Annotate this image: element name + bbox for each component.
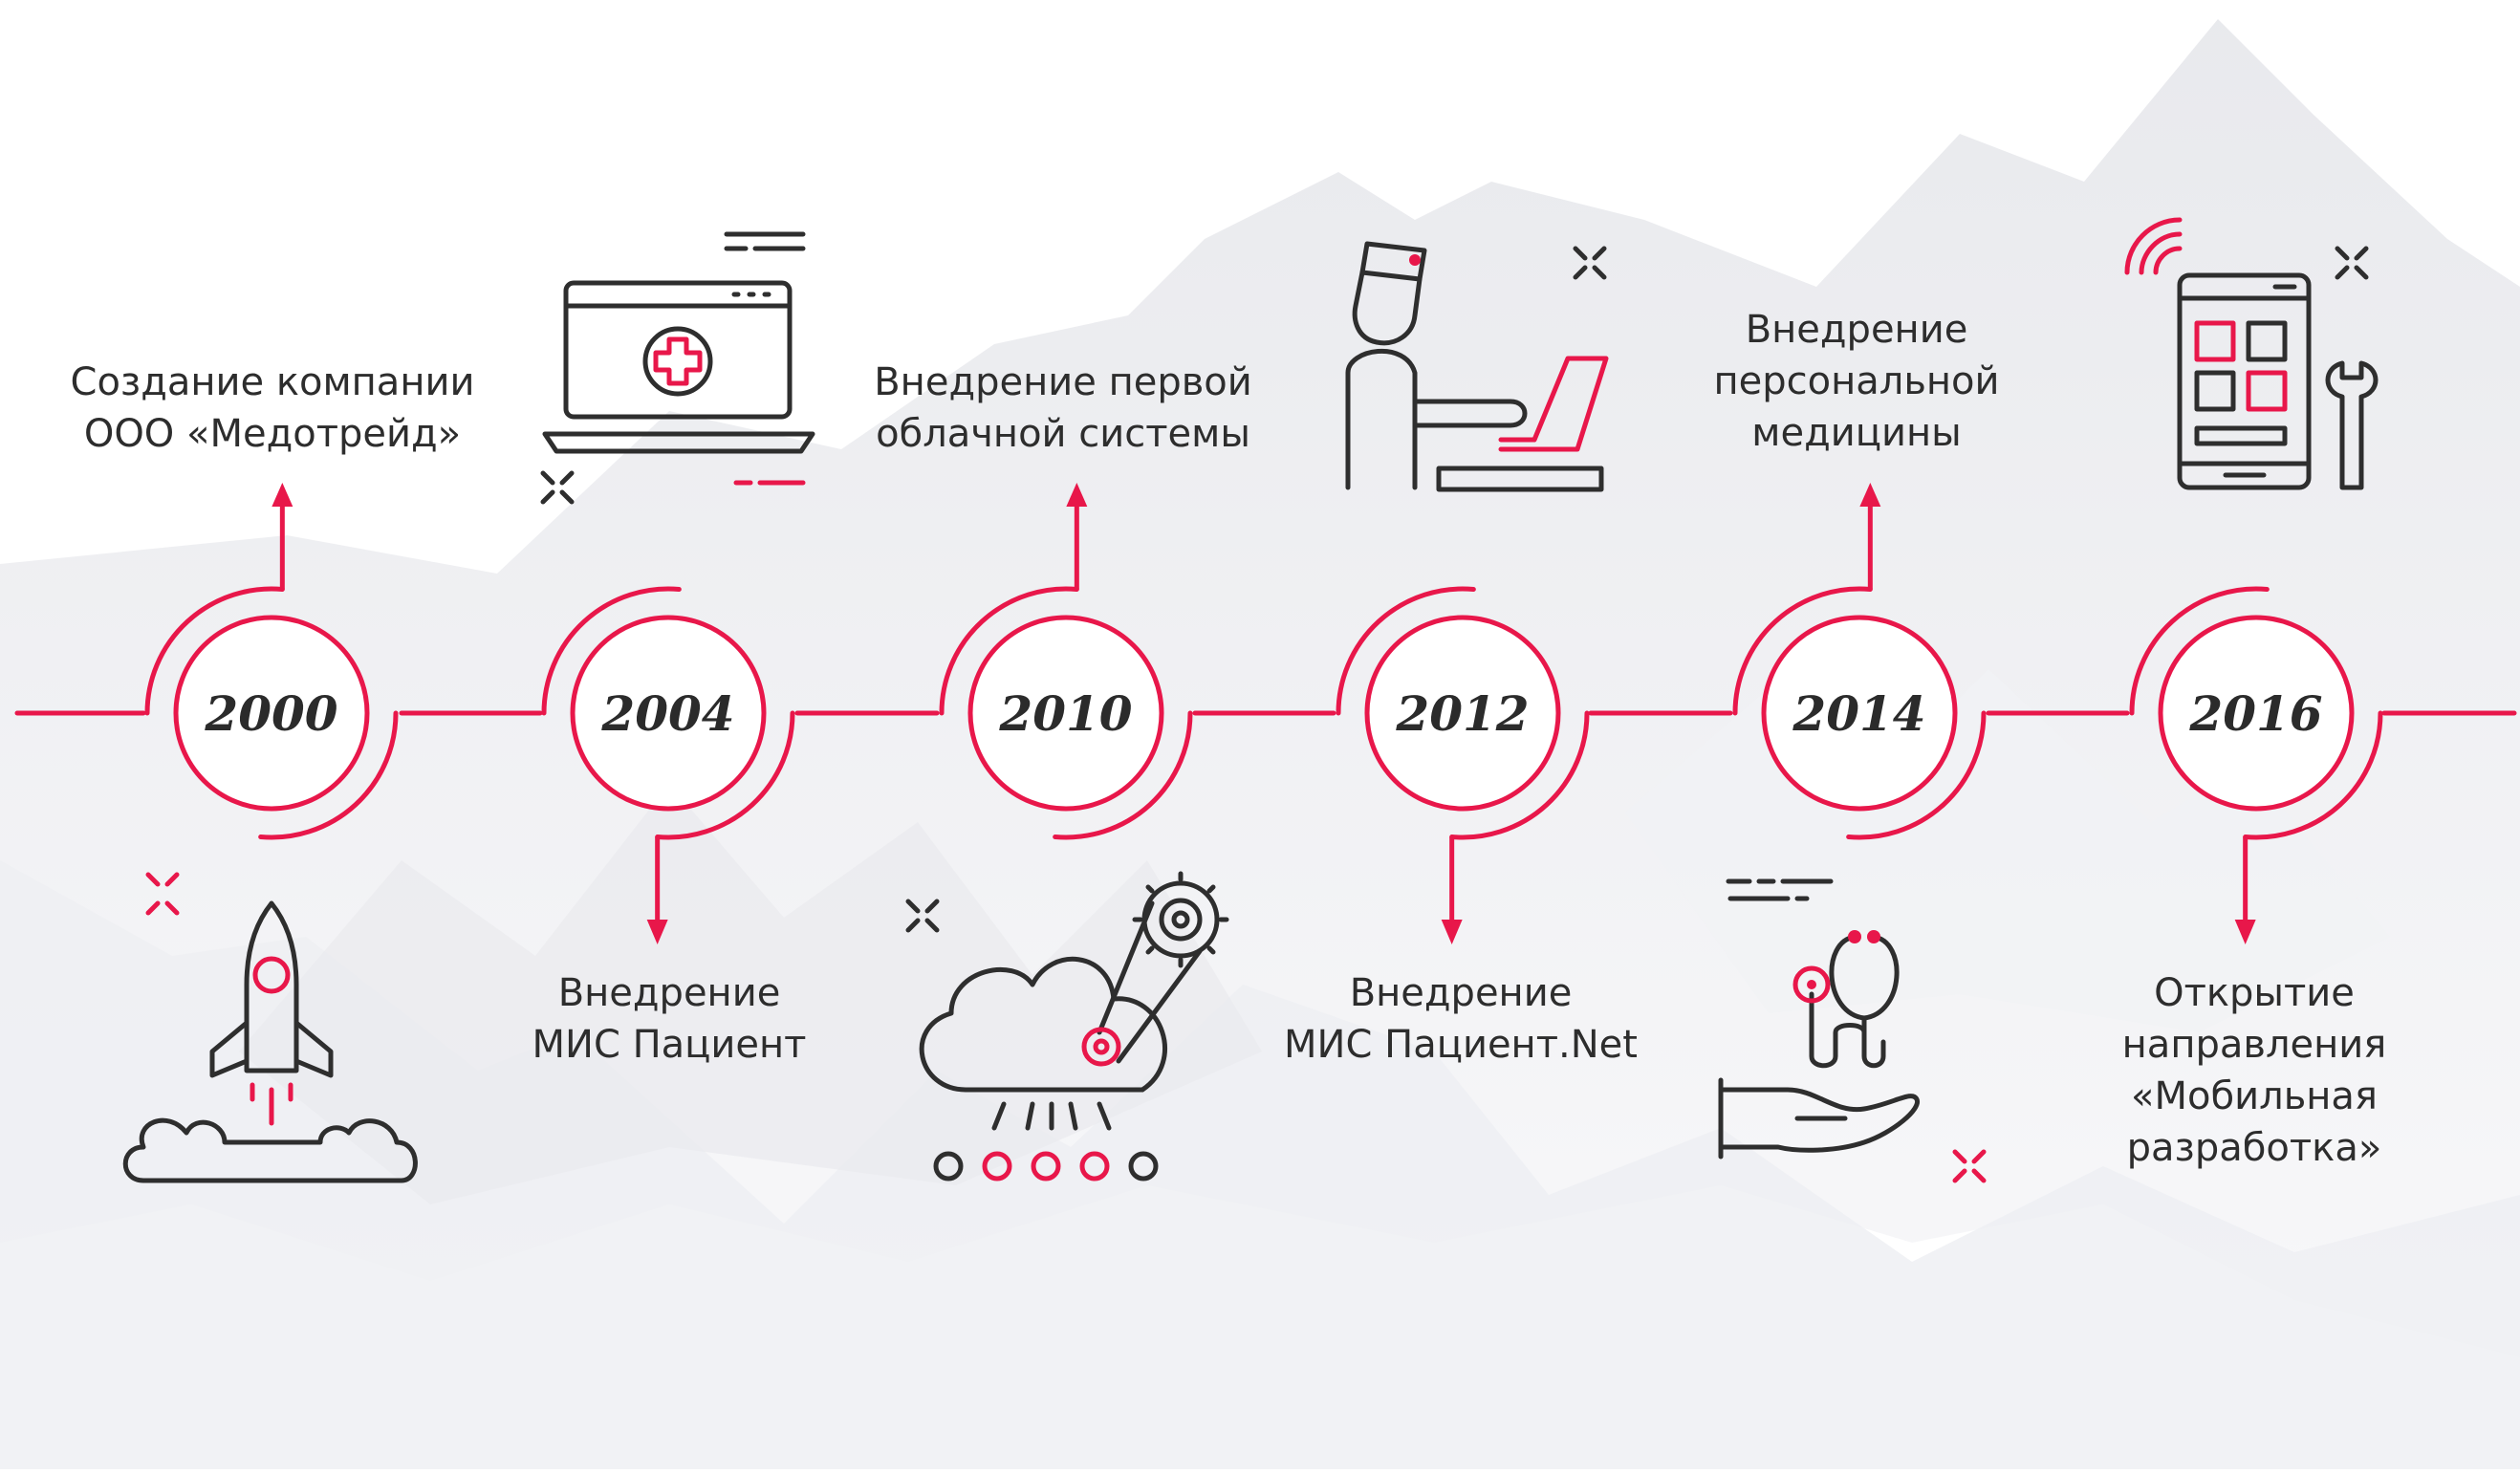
- label-line: «Мобильная: [2131, 1074, 2378, 1118]
- doctor-laptop-icon: [1345, 241, 1609, 492]
- laptop-medical-icon: [540, 231, 815, 505]
- background-mountains: [0, 19, 2520, 1469]
- label-line: Открытие: [2154, 971, 2355, 1015]
- outer-arc-top: [1732, 586, 1873, 716]
- label-line: ООО «Медотрейд»: [83, 412, 462, 456]
- label-line: Внедрение: [557, 971, 781, 1015]
- outer-arc-top: [541, 586, 682, 716]
- outer-arc-top: [2129, 586, 2270, 716]
- label-line: персональной: [1713, 359, 2000, 403]
- arrow-head: [1441, 920, 1463, 944]
- label-line: медицины: [1751, 411, 1962, 455]
- arrow-head: [1066, 483, 1088, 507]
- year-label: 2004: [600, 685, 734, 742]
- outer-arc-bottom: [1846, 710, 1987, 840]
- year-label: 2014: [1792, 685, 1925, 742]
- year-label: 2012: [1395, 685, 1529, 742]
- outer-arc-top: [1336, 586, 1476, 716]
- milestone-label-2012: Внедрение МИС Пациент.Net: [1212, 967, 1709, 1071]
- year-label: 2016: [2188, 685, 2322, 742]
- arrow-head: [646, 920, 668, 944]
- label-line: направления: [2121, 1023, 2387, 1067]
- rocket-icon: [122, 872, 418, 1183]
- year-label: 2000: [204, 685, 337, 742]
- cloud-gear-icon: [905, 871, 1229, 1181]
- timeline-nodes: 2000 2004 2010 2012 2014 2016: [144, 483, 2383, 944]
- year-label: 2010: [998, 685, 1132, 742]
- milestone-node-2004: 2004: [541, 586, 795, 944]
- label-line: облачной системы: [876, 412, 1250, 456]
- label-line: Создание компании: [70, 360, 475, 404]
- outer-arc-top: [144, 586, 285, 716]
- milestone-node-2012: 2012: [1336, 586, 1590, 944]
- outer-arc-bottom: [655, 710, 795, 840]
- label-line: Внедрение: [1349, 971, 1573, 1015]
- label-line: разработка»: [2126, 1126, 2382, 1170]
- label-line: Внедрение первой: [874, 360, 1252, 404]
- mobile-app-icon: [2124, 217, 2379, 490]
- outer-arc-bottom: [1053, 710, 1193, 840]
- arrow-head: [272, 483, 293, 507]
- milestone-label-2010: Внедрение первой облачной системы: [815, 357, 1312, 460]
- year-circle: [967, 615, 1164, 812]
- arrow-head: [1859, 483, 1881, 507]
- label-line: Внедрение: [1745, 308, 1968, 352]
- label-line: МИС Пациент: [532, 1023, 807, 1067]
- year-circle: [173, 615, 370, 812]
- milestone-label-2004: Внедрение МИС Пациент: [421, 967, 918, 1071]
- milestone-node-2016: 2016: [2129, 586, 2383, 944]
- arrow-head: [2234, 920, 2256, 944]
- milestone-node-2000: 2000: [144, 483, 399, 840]
- outer-arc-top: [939, 586, 1079, 716]
- year-circle: [1761, 615, 1958, 812]
- year-circle: [570, 615, 767, 812]
- stethoscope-hand-icon: [1718, 878, 1987, 1183]
- year-circle: [2158, 615, 2355, 812]
- label-line: МИС Пациент.Net: [1284, 1023, 1638, 1067]
- milestone-label-2000: Создание компании ООО «Медотрейд»: [24, 357, 521, 460]
- outer-arc-bottom: [1449, 710, 1590, 840]
- milestone-node-2014: 2014: [1732, 483, 1987, 840]
- milestone-label-2016: Открытие направления «Мобильная разработ…: [2006, 967, 2503, 1174]
- outer-arc-bottom: [2243, 710, 2383, 840]
- milestone-label-2014: Внедрение персональной медицины: [1608, 304, 2105, 459]
- outer-arc-bottom: [258, 710, 399, 840]
- milestone-node-2010: 2010: [939, 483, 1193, 840]
- year-circle: [1364, 615, 1561, 812]
